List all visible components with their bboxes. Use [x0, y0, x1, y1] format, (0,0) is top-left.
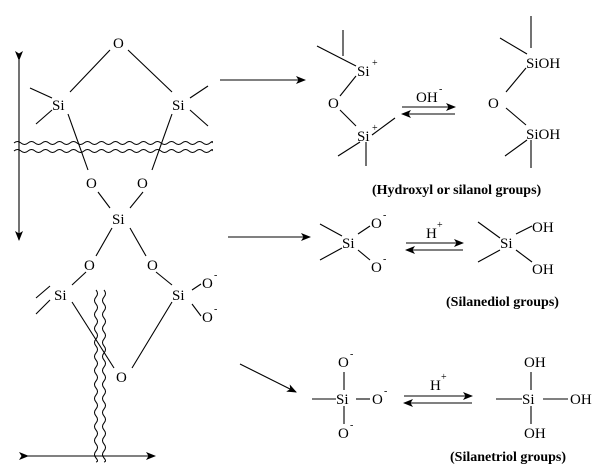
atom-si-right: Si	[172, 98, 185, 114]
atom-o-mid-left: O	[86, 176, 97, 192]
reagent-hydroxide: OH	[416, 90, 438, 106]
charge-o-anion-right: -	[384, 386, 387, 397]
caption-hydroxyl-groups: (Hydroxyl or silanol groups)	[372, 183, 542, 198]
reaction-silanetriol: Si O - O - O - H + Si OH OH OH (Silanetr…	[312, 349, 592, 465]
charge-o-anion-upper: -	[214, 270, 217, 281]
product-o-bridge: O	[488, 96, 499, 112]
product-silanol-bottom: SiOH	[526, 127, 560, 143]
atom-o-bottom: O	[116, 370, 127, 386]
charge-proton: +	[441, 372, 447, 383]
product-oh-lower: OH	[532, 262, 554, 278]
product-oh-upper: OH	[532, 220, 554, 236]
product-oh-right: OH	[570, 392, 592, 408]
atom-o-anion-2: O	[371, 260, 382, 276]
network-bonds	[29, 49, 209, 369]
atom-si-cation-bottom: Si	[357, 129, 370, 145]
charge-o-anion-1: -	[383, 210, 386, 221]
arrow-to-reaction-3	[239, 363, 297, 393]
product-silanol-top: SiOH	[526, 56, 560, 72]
atom-o-bridge: O	[328, 96, 339, 112]
fracture-line-vertical	[94, 289, 98, 463]
reaction-hydroxyl: Si + O Si + OH - SiOH O SiOH (Hydroxyl o…	[316, 16, 560, 198]
silica-network: O Si Si O O Si O O Si Si O - O - O	[13, 36, 217, 463]
atom-o-anion-right: O	[372, 392, 383, 408]
charge-o-anion-lower: -	[214, 304, 217, 315]
charge-hydroxide: -	[439, 84, 442, 95]
atom-si-triol-reactant: Si	[336, 392, 349, 408]
caption-silanetriol-groups: (Silanetriol groups)	[450, 450, 566, 465]
charge-o-anion-top: -	[350, 349, 353, 360]
atom-o-anion-upper: O	[202, 276, 213, 292]
atom-si-center: Si	[112, 212, 125, 228]
atom-o-anion-top: O	[338, 355, 349, 371]
atom-si-lower-right: Si	[172, 288, 185, 304]
atom-o-top: O	[113, 36, 124, 52]
atom-o-anion-lower: O	[202, 310, 213, 326]
charge-o-anion-2: -	[383, 254, 386, 265]
atom-o-anion-1: O	[371, 216, 382, 232]
product-si-diol: Si	[500, 236, 513, 252]
fracture-line-vertical	[102, 289, 106, 463]
fracture-line-horizontal	[13, 149, 213, 153]
atom-o-low-left: O	[84, 258, 95, 274]
atom-si-diol-reactant: Si	[342, 236, 355, 252]
product-oh-bottom: OH	[524, 426, 546, 442]
atom-o-anion-bottom: O	[338, 426, 349, 442]
reagent-proton: H	[426, 226, 437, 242]
atom-si-left: Si	[52, 98, 65, 114]
caption-silanediol-groups: (Silanediol groups)	[446, 295, 559, 310]
charge-o-anion-bottom: -	[350, 420, 353, 431]
fracture-line-horizontal	[13, 141, 213, 145]
atom-si-lower-left: Si	[54, 288, 67, 304]
product-oh-top: OH	[524, 355, 546, 371]
charge-proton: +	[437, 220, 443, 231]
atom-si-cation-top: Si	[357, 64, 370, 80]
charge-si-cation-top: +	[372, 58, 378, 69]
charge-si-cation-bottom: +	[372, 123, 378, 134]
reaction-silanediol: Si O - O - H + Si OH OH (Silanediol grou…	[319, 210, 559, 310]
reagent-proton: H	[430, 378, 441, 394]
atom-o-mid-right: O	[137, 176, 148, 192]
product-si-triol: Si	[522, 392, 535, 408]
atom-o-low-right: O	[147, 258, 158, 274]
